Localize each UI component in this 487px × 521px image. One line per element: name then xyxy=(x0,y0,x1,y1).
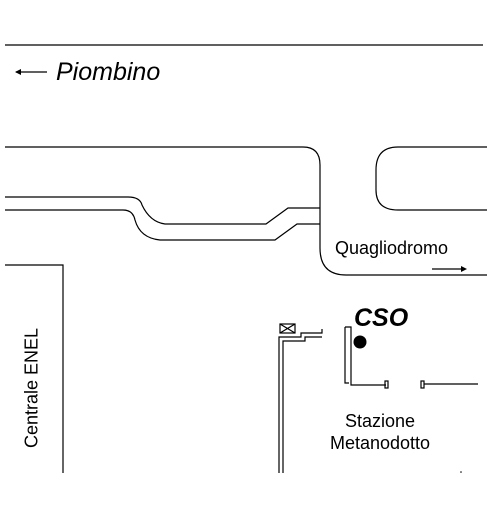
left-road xyxy=(5,264,64,473)
road-lower-edge-1 xyxy=(5,196,320,225)
road-upper-edge xyxy=(5,146,487,276)
valve-icon xyxy=(279,323,296,334)
quagliodromo-label: Quagliodromo xyxy=(335,238,449,258)
pipeline-right xyxy=(345,326,386,386)
stazione-label: Stazione Metanodotto xyxy=(330,410,430,454)
cso-label: CSO xyxy=(354,304,409,332)
corner-dot xyxy=(460,471,462,473)
stazione-line-2: Metanodotto xyxy=(330,433,431,453)
pipeline-right-inner xyxy=(344,327,349,384)
valve-cross-2 xyxy=(279,323,296,334)
left-arrow-icon xyxy=(15,69,47,75)
pipe-end-cap-2 xyxy=(420,380,425,389)
road-lower-edge-2 xyxy=(5,209,320,241)
pipeline-left-inner xyxy=(282,336,322,473)
pipe-end-cap-1 xyxy=(384,380,389,389)
right-arrow-icon xyxy=(432,266,467,272)
stazione-line-1: Stazione xyxy=(345,411,416,431)
centrale-enel-label: Centrale ENEL xyxy=(21,327,42,449)
pipeline-left xyxy=(278,329,323,473)
piombino-label: Piombino xyxy=(56,58,161,86)
road-right-block xyxy=(375,146,487,211)
cso-marker-icon xyxy=(353,335,367,349)
